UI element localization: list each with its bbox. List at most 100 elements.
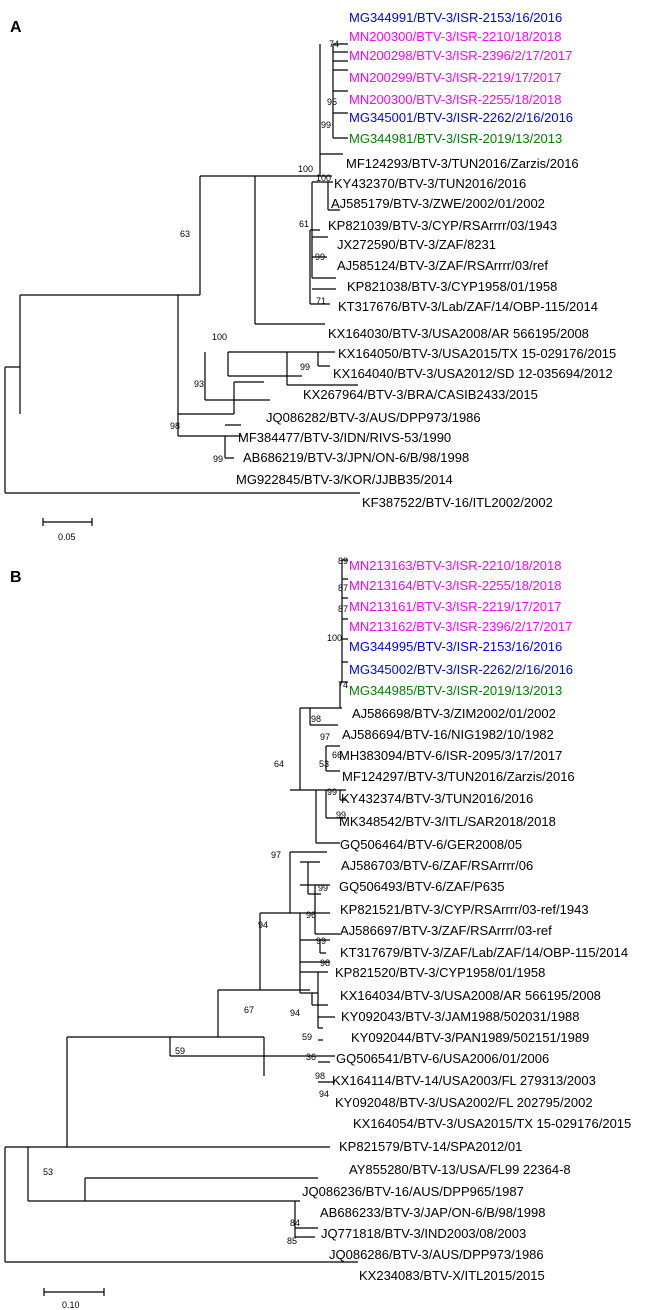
leaf-label: MG344995/BTV-3/ISR-2153/16/2016 — [349, 639, 562, 654]
leaf-label: AJ586698/BTV-3/ZIM2002/01/2002 — [352, 706, 556, 721]
bootstrap-label: 53 — [319, 759, 329, 769]
leaf-label: KX164114/BTV-14/USA2003/FL 279313/2003 — [332, 1073, 596, 1088]
leaf-label: KY092048/BTV-3/USA2002/FL 202795/2002 — [335, 1095, 593, 1110]
bootstrap-label: 99 — [327, 787, 337, 797]
leaf-label: MF384477/BTV-3/IDN/RIVS-53/1990 — [238, 430, 451, 445]
leaf-label: MF124297/BTV-3/TUN2016/Zarzis/2016 — [342, 769, 575, 784]
bootstrap-label: 74 — [329, 39, 339, 49]
bootstrap-label: 74 — [338, 680, 348, 690]
leaf-label: AJ586703/BTV-6/ZAF/RSArrrr/06 — [341, 858, 533, 873]
bootstrap-label: 94 — [258, 920, 268, 930]
leaf-label: MG344981/BTV-3/ISR-2019/13/2013 — [349, 131, 562, 146]
panel-a-scale-bar — [42, 518, 93, 526]
bootstrap-label: 59 — [302, 1032, 312, 1042]
leaf-label: JX272590/BTV-3/ZAF/8231 — [337, 237, 496, 252]
panel-a-leaves: MG344991/BTV-3/ISR-2153/16/2016MN200300/… — [236, 10, 616, 510]
leaf-label: GQ506541/BTV-6/USA2006/01/2006 — [336, 1051, 549, 1066]
leaf-label: KT317676/BTV-3/Lab/ZAF/14/OBP-115/2014 — [338, 299, 598, 314]
bootstrap-label: 98 — [315, 1071, 325, 1081]
leaf-label: MN200300/BTV-3/ISR-2255/18/2018 — [349, 92, 561, 107]
panel-a: A MG344991/BTV-3/ISR-2153/16/2016MN20030… — [4, 10, 616, 542]
leaf-label: AJ586694/BTV-16/NIG1982/10/1982 — [342, 727, 554, 742]
bootstrap-label: 64 — [274, 759, 284, 769]
leaf-label: JQ086282/BTV-3/AUS/DPP973/1986 — [266, 410, 481, 425]
panel-a-label: A — [10, 19, 22, 36]
leaf-label: MN200298/BTV-3/ISR-2396/2/17/2017 — [349, 48, 572, 63]
bootstrap-label: 99 — [316, 936, 326, 946]
bootstrap-label: 87 — [338, 604, 348, 614]
bootstrap-label: 100 — [316, 173, 331, 183]
panel-a-branches — [4, 43, 360, 494]
leaf-label: GQ506464/BTV-6/GER2008/05 — [340, 837, 522, 852]
bootstrap-label: 100 — [327, 633, 342, 643]
leaf-label: KX267964/BTV-3/BRA/CASIB2433/2015 — [303, 387, 538, 402]
panel-b: B MN213163/BTV-3/ISR-2210/18/2018MN21316… — [0, 0, 631, 1310]
leaf-label: MG345001/BTV-3/ISR-2262/2/16/2016 — [349, 110, 573, 125]
bootstrap-label: 59 — [175, 1046, 185, 1056]
bootstrap-label: 36 — [306, 1052, 316, 1062]
leaf-label: AB686219/BTV-3/JPN/ON-6/B/98/1998 — [243, 450, 469, 465]
bootstrap-label: 61 — [299, 219, 309, 229]
panel-a-scale-label: 0.05 — [58, 532, 76, 542]
panel-b-scale-label: 0.10 — [62, 1300, 80, 1310]
leaf-label: KY432370/BTV-3/TUN2016/2016 — [334, 176, 526, 191]
leaf-label: KX234083/BTV-X/ITL2015/2015 — [359, 1268, 545, 1283]
bootstrap-label: 97 — [271, 850, 281, 860]
bootstrap-label: 85 — [287, 1236, 297, 1246]
leaf-label: KY092044/BTV-3/PAN1989/502151/1989 — [351, 1030, 589, 1045]
panel-b-label: B — [10, 569, 22, 586]
bootstrap-label: 98 — [320, 958, 330, 968]
bootstrap-label: 97 — [320, 732, 330, 742]
leaf-label: KP821579/BTV-14/SPA2012/01 — [339, 1139, 522, 1154]
bootstrap-label: 93 — [194, 379, 204, 389]
bootstrap-label: 99 — [318, 883, 328, 893]
bootstrap-label: 98 — [170, 421, 180, 431]
leaf-label: AY855280/BTV-13/USA/FL99 22364-8 — [349, 1162, 571, 1177]
leaf-label: KY092043/BTV-3/JAM1988/502031/1988 — [341, 1009, 580, 1024]
leaf-label: JQ086286/BTV-3/AUS/DPP973/1986 — [329, 1247, 544, 1262]
bootstrap-label: 89 — [338, 556, 348, 566]
leaf-label: MN213161/BTV-3/ISR-2219/17/2017 — [349, 599, 561, 614]
bootstrap-label: 96 — [306, 910, 316, 920]
leaf-label: KX164040/BTV-3/USA2012/SD 12-035694/2012 — [333, 366, 613, 381]
leaf-label: JQ086236/BTV-16/AUS/DPP965/1987 — [302, 1184, 524, 1199]
bootstrap-label: 71 — [316, 296, 326, 306]
leaf-label: GQ506493/BTV-6/ZAF/P635 — [339, 879, 504, 894]
panel-b-leaves: MN213163/BTV-3/ISR-2210/18/2018MN213164/… — [302, 558, 631, 1283]
bootstrap-label: 99 — [300, 362, 310, 372]
leaf-label: MN213162/BTV-3/ISR-2396/2/17/2017 — [349, 619, 572, 634]
leaf-label: MH383094/BTV-6/ISR-2095/3/17/2017 — [339, 748, 562, 763]
leaf-label: MG345002/BTV-3/ISR-2262/2/16/2016 — [349, 662, 573, 677]
bootstrap-label: 84 — [290, 1218, 300, 1228]
leaf-label: KX164030/BTV-3/USA2008/AR 566195/2008 — [328, 326, 589, 341]
bootstrap-label: 95 — [327, 97, 337, 107]
leaf-label: MK348542/BTV-3/ITL/SAR2018/2018 — [339, 814, 556, 829]
bootstrap-label: 53 — [43, 1167, 53, 1177]
bootstrap-label: 67 — [244, 1005, 254, 1015]
leaf-label: MN200299/BTV-3/ISR-2219/17/2017 — [349, 70, 561, 85]
bootstrap-label: 99 — [213, 454, 223, 464]
leaf-label: KP821521/BTV-3/CYP/RSArrrr/03-ref/1943 — [340, 902, 589, 917]
bootstrap-label: 100 — [298, 164, 313, 174]
bootstrap-label: 94 — [319, 1089, 329, 1099]
bootstrap-label: 98 — [311, 714, 321, 724]
bootstrap-label: 87 — [338, 583, 348, 593]
leaf-label: AJ585124/BTV-3/ZAF/RSArrrr/03/ref — [337, 258, 548, 273]
bootstrap-label: 99 — [321, 120, 331, 130]
leaf-label: KP821520/BTV-3/CYP1958/01/1958 — [335, 965, 545, 980]
leaf-label: MN213163/BTV-3/ISR-2210/18/2018 — [349, 558, 561, 573]
bootstrap-label: 99 — [336, 810, 346, 820]
leaf-label: MN213164/BTV-3/ISR-2255/18/2018 — [349, 578, 561, 593]
leaf-label: MG344991/BTV-3/ISR-2153/16/2016 — [349, 10, 562, 25]
bootstrap-label: 94 — [290, 1008, 300, 1018]
leaf-label: KP821039/BTV-3/CYP/RSArrrr/03/1943 — [328, 218, 557, 233]
leaf-label: KX164050/BTV-3/USA2015/TX 15-029176/2015 — [338, 346, 616, 361]
bootstrap-label: 100 — [212, 332, 227, 342]
leaf-label: MG344985/BTV-3/ISR-2019/13/2013 — [349, 683, 562, 698]
leaf-label: KT317679/BTV-3/ZAF/Lab/ZAF/14/OBP-115/20… — [340, 945, 628, 960]
leaf-label: MN200300/BTV-3/ISR-2210/18/2018 — [349, 29, 561, 44]
leaf-label: AJ586697/BTV-3/ZAF/RSArrrr/03-ref — [340, 923, 552, 938]
leaf-label: KX164034/BTV-3/USA2008/AR 566195/2008 — [340, 988, 601, 1003]
panel-b-scale-bar — [43, 1288, 105, 1296]
